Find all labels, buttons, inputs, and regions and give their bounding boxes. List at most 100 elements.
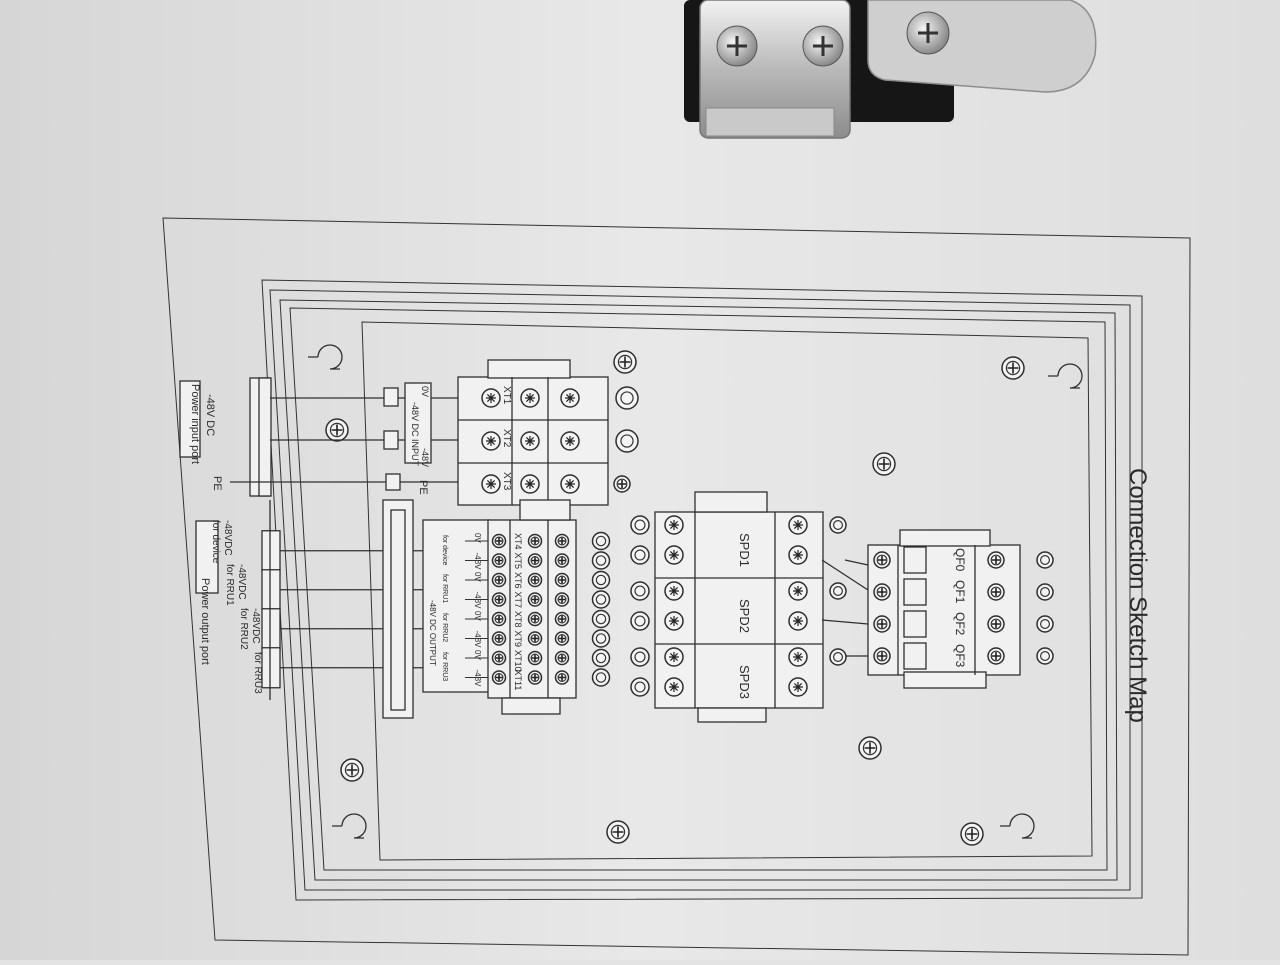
input-terminal-ring-icon	[615, 386, 639, 410]
output-terminal-label: XT4	[513, 533, 523, 550]
output-terminal-screw-icon	[527, 650, 543, 666]
output-pair-label: 0V	[473, 572, 482, 582]
breaker-switch-icon	[903, 546, 927, 574]
output-terminal-label: XT6	[513, 572, 523, 589]
input-terminal-ring-icon	[615, 429, 639, 453]
breaker-screw-icon	[987, 551, 1005, 569]
output-terminal-screw-icon	[491, 650, 507, 666]
output-terminal-screw-icon	[527, 533, 543, 549]
breaker-switch-icon	[903, 642, 927, 670]
output-terminal-label: XT8	[513, 611, 523, 628]
spd-screw-icon	[788, 677, 808, 697]
output-terminal-ring-icon	[591, 570, 611, 590]
output-port-voltage: -48VDC	[236, 564, 247, 600]
output-terminal-screw-icon	[554, 611, 570, 627]
output-terminal-screw-icon	[554, 650, 570, 666]
spd-screw-icon	[664, 581, 684, 601]
panel-screw-icon	[613, 475, 631, 493]
output-terminal-screw-icon	[491, 572, 507, 588]
spd-screw-icon	[664, 515, 684, 535]
output-terminal-ring-icon	[591, 648, 611, 668]
pe-label-right: PE	[417, 480, 429, 495]
spd-label: SPD3	[737, 665, 752, 699]
output-pair-label: -48V	[473, 553, 482, 571]
breaker-switch-icon	[903, 610, 927, 638]
output-connector	[261, 647, 281, 689]
breaker-screw-icon	[987, 615, 1005, 633]
input-block-label: 0V -48V DC INPUT -48V	[404, 382, 432, 467]
input-label-neg: -48V	[420, 448, 430, 467]
output-terminal-screw-icon	[527, 611, 543, 627]
output-terminal-screw-icon	[527, 670, 543, 685]
spd-screw-icon	[664, 677, 684, 697]
input-terminal-label: XT1	[501, 386, 512, 405]
output-terminal-screw-icon	[491, 611, 507, 627]
spd-ring-icon	[630, 515, 650, 535]
input-terminal-screw-icon	[520, 431, 540, 451]
breaker-ring-icon	[1036, 647, 1054, 665]
spd-screw-icon	[664, 611, 684, 631]
output-terminal-screw-icon	[527, 553, 543, 568]
output-block-label: -48V DC OUTPUT	[428, 600, 437, 666]
spd-ring-icon	[829, 516, 847, 534]
spd-screw-icon	[788, 581, 808, 601]
breaker-switch-icon	[903, 578, 927, 606]
breaker-label: QF0	[953, 548, 967, 572]
panel-screw-icon	[960, 822, 984, 846]
output-connector	[261, 569, 281, 611]
output-terminal-ring-icon	[591, 590, 611, 609]
output-terminal-screw-icon	[527, 572, 543, 588]
output-label-box: -48V DC OUTPUT	[422, 519, 490, 693]
output-terminal-ring-icon	[591, 609, 611, 629]
mounting-holes	[308, 344, 1083, 839]
output-port-voltage: -48VDC	[222, 520, 233, 556]
output-port-target: for RRU1	[224, 564, 235, 606]
output-terminal-ring-icon	[591, 629, 611, 648]
panel-screw-icon	[606, 820, 630, 844]
input-label-zero: 0V	[420, 386, 430, 397]
output-terminal-ring-icon	[591, 551, 611, 570]
spd-ring-icon	[630, 581, 650, 601]
breaker-label: QF2	[953, 612, 967, 636]
panel-screws	[325, 350, 1025, 846]
output-target-small-label: for device	[441, 535, 448, 565]
diagram-frames	[162, 217, 1191, 956]
input-terminal-label: XT3	[501, 472, 512, 491]
spd-ring-icon	[630, 677, 650, 697]
output-connector	[261, 530, 281, 572]
output-target-small-label: for RRU2	[441, 613, 448, 642]
output-terminal-ring-icon	[591, 531, 611, 551]
input-terminal-screw-icon	[520, 388, 540, 408]
output-terminal-label: XT11	[513, 670, 523, 691]
spd-ring-icon	[630, 647, 650, 667]
breaker-label: QF3	[953, 644, 967, 668]
output-pair-label: 0V	[473, 611, 482, 621]
spd-ring-icon	[630, 545, 650, 565]
output-pair-label: -48V	[473, 592, 482, 610]
breaker-screw-icon	[873, 647, 891, 665]
input-port-voltage: -48V DC	[204, 394, 216, 436]
output-port-target: for RRU3	[252, 652, 263, 694]
spd-screw-icon	[788, 545, 808, 565]
output-port-target: for device	[210, 520, 221, 564]
pe-label-left: PE	[211, 476, 223, 491]
spd-screw-icon	[664, 647, 684, 667]
output-port-target: for RRU2	[238, 608, 249, 650]
output-terminal-screw-icon	[491, 592, 507, 607]
output-terminal-label: XT5	[513, 553, 523, 570]
breaker-screw-icon	[873, 551, 891, 569]
output-terminal-screw-icon	[554, 533, 570, 549]
input-terminal-screw-icon	[520, 474, 540, 494]
output-target-small-label: for RRU3	[441, 652, 448, 681]
output-terminal-screw-icon	[554, 553, 570, 568]
breaker-screw-icon	[987, 583, 1005, 601]
output-connector	[261, 608, 281, 650]
input-terminal-screw-icon	[481, 388, 501, 408]
dynamic-elements: XT1XT2XT3XT40VXT5-48VXT60VXT7-48VXT80VXT…	[441, 386, 1054, 699]
spd-screw-icon	[788, 611, 808, 631]
output-port-voltage: -48VDC	[250, 608, 261, 644]
spd-ring-icon	[829, 582, 847, 600]
output-terminal-screw-icon	[491, 553, 507, 568]
